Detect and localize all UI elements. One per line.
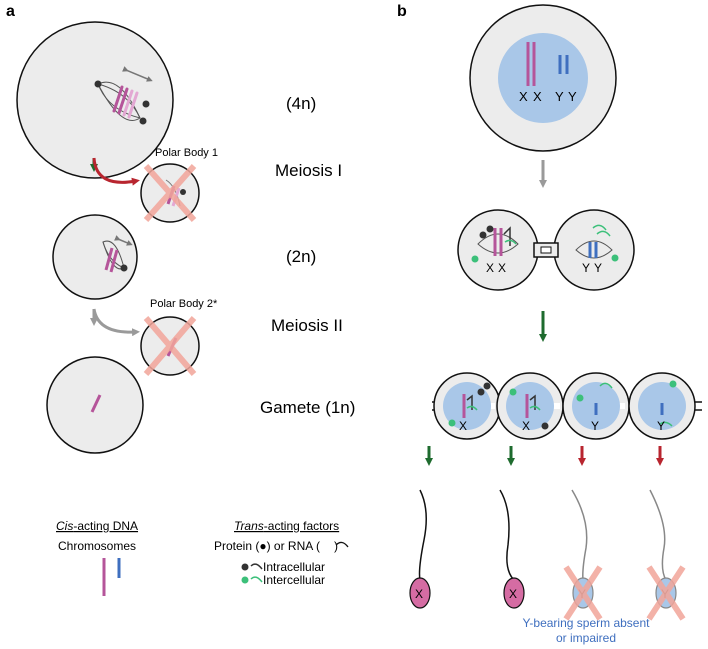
spindle-left	[477, 233, 519, 254]
legend-intracellular-dot	[241, 563, 249, 571]
intracellular-protein-dot	[94, 80, 102, 88]
intercellular-rna	[466, 405, 478, 411]
intercellular-protein-dot	[576, 394, 584, 402]
chromosome-label-y: Y	[555, 89, 564, 104]
intercellular-rna	[659, 421, 673, 427]
intracellular-protein-dot	[483, 382, 491, 390]
chromosome-2n	[109, 249, 119, 273]
intracellular-rna	[529, 394, 536, 410]
chromosome-label-y: Y	[657, 419, 665, 433]
intracellular-protein-dot	[142, 100, 150, 108]
chromosome-label-y: Y	[582, 261, 590, 275]
legend-intercellular-rna	[250, 576, 263, 583]
sperm-tail	[418, 489, 427, 581]
stage-label-meiosis-1: Meiosis I	[275, 161, 342, 180]
caption-line-1: Y-bearing sperm absent	[523, 616, 651, 630]
oocyte-4n-cell	[16, 21, 174, 179]
sperm-tail	[649, 489, 667, 581]
polar-body-1-label: Polar Body 1	[155, 147, 218, 159]
sperm-tail	[499, 489, 515, 581]
spindle-right	[575, 240, 613, 259]
chromosome-label-x: X	[522, 419, 530, 433]
chromosome-2n	[104, 247, 114, 271]
legend-protein-rna: Protein (●) or RNA ()	[214, 539, 338, 553]
grey-arrow-to-polar-body-2	[92, 308, 140, 337]
intercellular-protein-dot	[669, 380, 677, 388]
intercellular-protein-dot	[448, 419, 456, 427]
sperm-label-x: X	[415, 587, 423, 601]
chromosome-label-x: X	[533, 89, 542, 104]
intracellular-protein-dot	[486, 225, 494, 233]
polar-body-2-cross-icon	[143, 316, 197, 376]
red-arrow-to-polar-body-1	[92, 157, 140, 186]
stage-label-gamete: Gamete (1n)	[260, 398, 355, 417]
sperm-head-x	[503, 577, 525, 609]
legend-chromosomes-label: Chromosomes	[58, 539, 136, 553]
stage-label-4n: (4n)	[286, 94, 316, 113]
legend-rna-icon	[335, 541, 349, 548]
egg-chromosome	[90, 394, 102, 413]
chromosome-label-x: X	[498, 261, 506, 275]
intracellular-protein-dot	[180, 189, 186, 195]
caption-line-2: or impaired	[556, 631, 616, 645]
legend-trans-title: Trans-acting factors	[234, 519, 339, 533]
intercellular-protein-dot	[471, 255, 479, 263]
stage-label-2n: (2n)	[286, 247, 316, 266]
intercellular-rna	[599, 382, 613, 389]
legend-cis-title: Cis-acting DNA	[56, 519, 138, 533]
intracellular-protein-dot	[479, 231, 487, 239]
intercellular-rna	[596, 230, 611, 237]
sperm-4-cross-icon	[646, 565, 686, 621]
chromosome-pairs-4n	[112, 85, 139, 119]
polar-body-2-label: Polar Body 2*	[150, 298, 218, 310]
intercellular-rna	[504, 239, 517, 245]
panel-label-b: b	[397, 3, 407, 20]
sperm-tail	[571, 489, 588, 581]
legend-intercellular-label: Intercellular	[263, 573, 325, 587]
panel-label-a: a	[6, 3, 15, 20]
intracellular-protein-dot	[120, 264, 128, 272]
spindle-movement-arrow	[114, 235, 133, 246]
sperm-3-cross-icon	[563, 565, 603, 621]
chromosome-label-x: X	[459, 419, 467, 433]
chromosome-label-y: Y	[594, 261, 602, 275]
intercellular-rna	[592, 224, 607, 231]
nucleus	[498, 33, 588, 123]
chromosome-label-x: X	[519, 89, 528, 104]
secondary-spermatocytes	[457, 209, 635, 291]
spindle-movement-arrow	[122, 66, 153, 82]
intercellular-protein-dot	[611, 254, 619, 262]
intercellular-protein-dot	[509, 388, 517, 396]
intracellular-protein-dot	[139, 117, 147, 125]
intracellular-protein-dot	[477, 388, 485, 396]
oocyte-2n-cell	[52, 214, 138, 300]
intracellular-protein-dot	[541, 422, 549, 430]
legend-intercellular-dot	[241, 576, 249, 584]
chromosome-label-y: Y	[568, 89, 577, 104]
chromosome-label-y: Y	[591, 419, 599, 433]
intracellular-rna	[466, 394, 473, 410]
legend-intracellular-rna	[250, 563, 263, 570]
chromosome-label-x: X	[486, 261, 494, 275]
legend-intracellular-label: Intracellular	[263, 560, 325, 574]
stage-label-meiosis-2: Meiosis II	[271, 316, 343, 335]
polar-body-1-cross-icon	[143, 164, 197, 222]
sperm-label-x: X	[509, 587, 517, 601]
intercellular-rna	[529, 405, 541, 411]
sperm-head-x	[409, 577, 431, 609]
